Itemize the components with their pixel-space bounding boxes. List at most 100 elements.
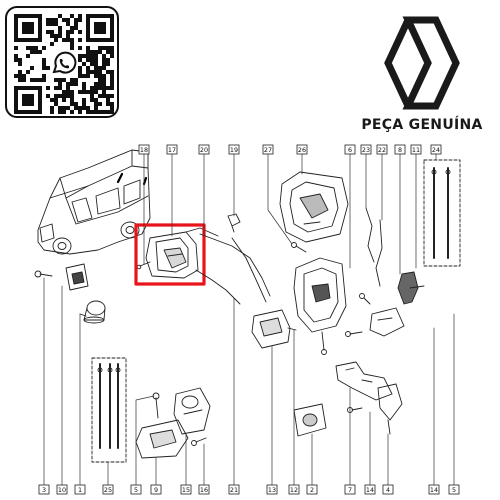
callout-part-18[interactable]: 18 <box>138 144 150 155</box>
callout-box <box>198 484 210 495</box>
callouts-top: 18 17 20 19 27 26 6 23 22 8 11 24 <box>138 144 442 155</box>
callout-number: 6 <box>348 146 352 154</box>
callout-part-1[interactable]: 1 <box>74 484 86 495</box>
callout-part-4[interactable]: 4 <box>382 484 394 495</box>
qr-module <box>98 78 102 82</box>
qr-module <box>18 70 22 74</box>
qr-module <box>18 62 22 66</box>
whatsapp-icon <box>51 51 77 77</box>
qr-module <box>70 30 74 34</box>
qr-module <box>94 82 98 86</box>
qr-module <box>106 50 110 54</box>
callout-part-6[interactable]: 6 <box>344 144 356 155</box>
qr-module <box>70 110 74 114</box>
qr-module <box>90 90 94 94</box>
qr-module <box>58 34 62 38</box>
qr-module <box>70 98 74 102</box>
callout-part-10[interactable]: 10 <box>56 484 68 495</box>
qr-module <box>66 94 70 98</box>
qr-module <box>78 110 82 114</box>
callout-box <box>430 144 442 155</box>
qr-module <box>82 62 86 66</box>
qr-module <box>54 86 58 90</box>
bushing-part-10 <box>65 263 89 291</box>
clip-part-19 <box>227 213 241 233</box>
callout-number: 19 <box>230 146 238 154</box>
callout-box <box>360 144 372 155</box>
callout-number: 24 <box>432 146 440 154</box>
callout-box <box>344 144 356 155</box>
callout-part-20[interactable]: 20 <box>198 144 210 155</box>
callout-part-7[interactable]: 7 <box>344 484 356 495</box>
qr-module <box>98 50 102 54</box>
qr-module <box>78 30 82 34</box>
gasket-part-2 <box>293 403 327 437</box>
qr-module <box>106 46 110 50</box>
qr-code-card[interactable] <box>5 6 119 118</box>
callout-part-22[interactable]: 22 <box>376 144 388 155</box>
qr-module <box>90 58 94 62</box>
qr-module <box>102 74 106 78</box>
whatsapp-qr-code-icon[interactable] <box>14 14 114 114</box>
qr-module <box>98 102 102 106</box>
qr-module <box>86 90 90 94</box>
callout-part-23[interactable]: 23 <box>360 144 372 155</box>
callout-number: 10 <box>58 486 66 494</box>
qr-module <box>86 74 90 78</box>
callout-number: 25 <box>104 486 112 494</box>
callout-number: 21 <box>230 486 238 494</box>
qr-module <box>42 62 46 66</box>
callout-part-12[interactable]: 12 <box>288 484 300 495</box>
callout-part-11[interactable]: 11 <box>410 144 422 155</box>
qr-module <box>102 66 106 70</box>
qr-module <box>14 54 18 58</box>
qr-module <box>110 54 114 58</box>
inner-door-handle-part-17[interactable] <box>136 227 219 279</box>
callout-part-26[interactable]: 26 <box>296 144 308 155</box>
qr-module <box>82 54 86 58</box>
qr-module <box>82 98 86 102</box>
callout-part-2[interactable]: 2 <box>306 484 318 495</box>
callout-part-21[interactable]: 21 <box>228 484 240 495</box>
callout-part-27[interactable]: 27 <box>262 144 274 155</box>
qr-module <box>50 98 54 102</box>
qr-module <box>18 74 22 78</box>
callout-box <box>382 484 394 495</box>
callout-part-19[interactable]: 19 <box>228 144 240 155</box>
callout-part-14[interactable]: 14 <box>428 484 440 495</box>
callout-part-13[interactable]: 13 <box>266 484 278 495</box>
callout-part-15[interactable]: 15 <box>180 484 192 495</box>
qr-module <box>46 94 50 98</box>
callout-part-5[interactable]: 5 <box>448 484 460 495</box>
striker-part-7 <box>335 361 393 401</box>
qr-module <box>78 54 82 58</box>
callout-part-17[interactable]: 17 <box>166 144 178 155</box>
latch-mechanism-part-12 <box>293 257 347 355</box>
callout-part-25[interactable]: 25 <box>102 484 114 495</box>
callout-part-8[interactable]: 8 <box>394 144 406 155</box>
qr-module <box>106 98 110 102</box>
callout-box <box>448 484 460 495</box>
callout-box <box>180 484 192 495</box>
qr-module <box>46 66 50 70</box>
lock-assembly-part-26 <box>279 171 349 243</box>
callout-number: 11 <box>412 146 420 154</box>
callout-number: 4 <box>386 486 390 494</box>
callout-part-24[interactable]: 24 <box>430 144 442 155</box>
callout-part-14[interactable]: 14 <box>364 484 376 495</box>
qr-module <box>54 18 58 22</box>
qr-module <box>66 90 70 94</box>
qr-module <box>90 62 94 66</box>
callout-part-9[interactable]: 9 <box>150 484 162 495</box>
callout-box <box>296 144 308 155</box>
qr-module <box>94 58 98 62</box>
callout-box <box>344 484 356 495</box>
brand-logo <box>384 16 460 114</box>
qr-module <box>94 66 98 70</box>
callout-part-16[interactable]: 16 <box>198 484 210 495</box>
qr-module <box>26 70 30 74</box>
callout-part-5[interactable]: 5 <box>130 484 142 495</box>
qr-module <box>82 106 86 110</box>
callout-part-3[interactable]: 3 <box>38 484 50 495</box>
